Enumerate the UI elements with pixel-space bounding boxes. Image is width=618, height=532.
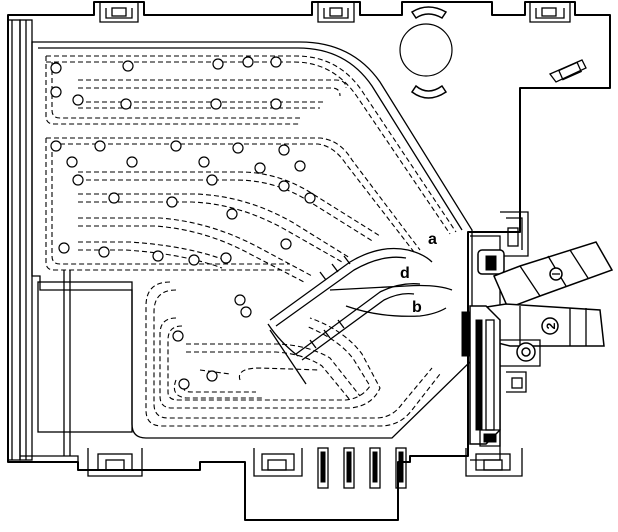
label-a: a [428, 231, 437, 248]
mounting-holes [50, 56, 316, 390]
top-clip [317, 2, 355, 23]
housing-outline [7, 1, 611, 521]
connector-number: 2 [544, 322, 558, 329]
top-arc-mount [399, 6, 453, 99]
wire-bundle [267, 247, 453, 385]
round-port [399, 23, 453, 77]
lower-left-block [20, 270, 133, 462]
connector-assembly: 2 [461, 211, 614, 461]
top-clip [529, 2, 571, 23]
bottom-clip [465, 448, 523, 477]
label-b: b [412, 299, 422, 316]
bottom-clip [87, 448, 143, 477]
bottom-clip [253, 448, 303, 477]
side-clip [548, 59, 587, 83]
bottom-tabs [317, 447, 407, 489]
top-clip [99, 2, 139, 23]
label-d: d [400, 265, 410, 282]
